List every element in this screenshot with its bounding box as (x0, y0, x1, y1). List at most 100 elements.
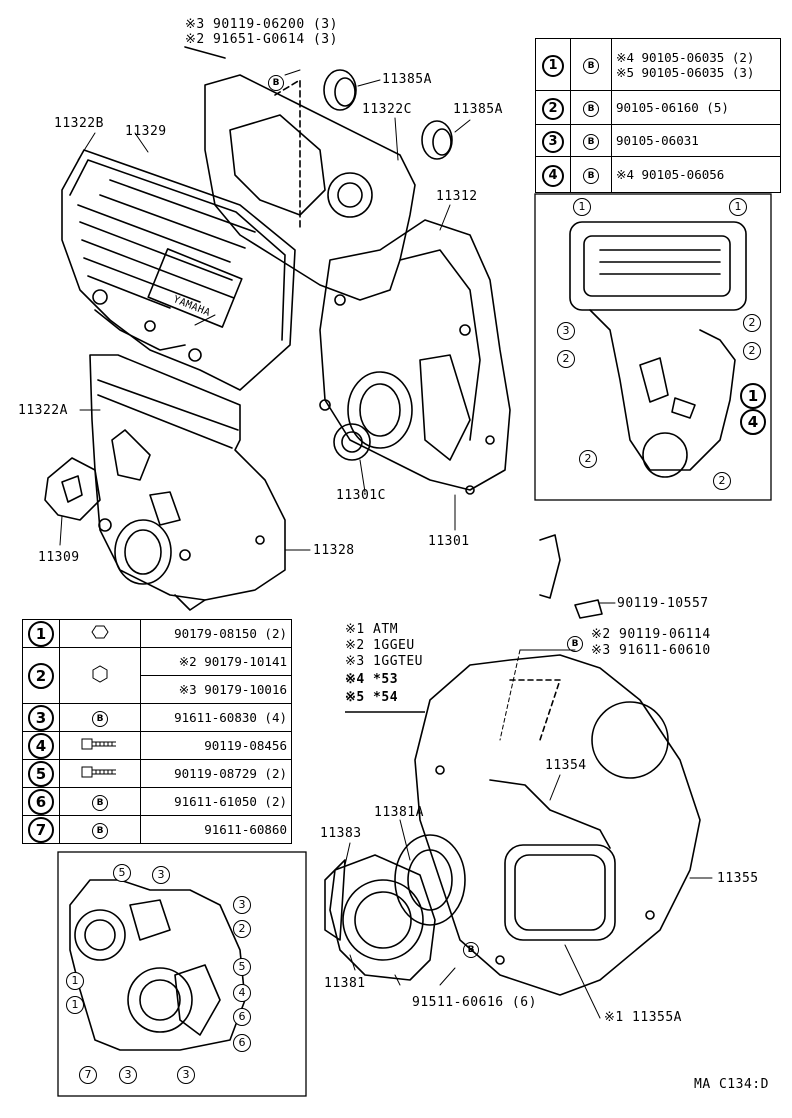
table-row: 7 B 91611-60860 (22, 815, 292, 844)
part-number[interactable]: 91611-60830 (4) (140, 703, 292, 732)
ref-number: 1 (22, 619, 60, 648)
inset-callout[interactable]: 2 (233, 920, 251, 938)
part-label-11383[interactable]: 11383 (320, 826, 362, 841)
ref-number: 4 (535, 156, 571, 193)
fastener-table-left: 1 90179-08150 (2) 2 ※2 90179-10141 ※3 90… (22, 619, 292, 844)
inset-callout[interactable]: 1 (66, 996, 84, 1014)
inset-callout[interactable]: 5 (113, 864, 131, 882)
part-number[interactable]: 90105-06031 (611, 124, 781, 157)
nut-icon (59, 619, 141, 648)
bolt-icon (59, 731, 141, 760)
part-label-11385a-1[interactable]: 11385A (382, 72, 432, 87)
b-circle-icon: B (570, 124, 612, 157)
ref-number: 2 (535, 90, 571, 125)
part-number[interactable]: 90105-06160 (5) (611, 90, 781, 125)
part-label-11322b[interactable]: 11322B (54, 116, 104, 131)
annotation-53: ※4 *53 (345, 672, 399, 687)
inset-callout[interactable]: 3 (557, 322, 575, 340)
table-row: 1 90179-08150 (2) (22, 619, 292, 648)
ref-number: 3 (535, 124, 571, 157)
part-number[interactable]: 90119-08456 (140, 731, 292, 760)
ref-number: 4 (22, 731, 60, 760)
part-label-11329[interactable]: 11329 (125, 124, 167, 139)
b-circle-icon: B (570, 90, 612, 125)
part-number[interactable]: ※3 90179-10016 (140, 675, 292, 704)
nut-icon (59, 647, 141, 704)
part-number[interactable]: 91611-61050 (2) (140, 787, 292, 816)
part-label-90119-10557[interactable]: 90119-10557 (617, 596, 709, 611)
inset-callout[interactable]: 2 (557, 350, 575, 368)
part-label-11355[interactable]: 11355 (717, 871, 759, 886)
ref-number: 3 (22, 703, 60, 732)
b-circle-icon: B (268, 75, 284, 91)
part-number[interactable]: ※2 90179-10141 (140, 647, 292, 676)
inset-callout[interactable]: 3 (233, 896, 251, 914)
figure-code: MA C134:D (694, 1077, 769, 1092)
part-label-11301[interactable]: 11301 (428, 534, 470, 549)
inset-callout[interactable]: 6 (233, 1008, 251, 1026)
part-label-11354[interactable]: 11354 (545, 758, 587, 773)
inset-callout[interactable]: 2 (743, 342, 761, 360)
part-number[interactable]: 91611-60860 (140, 815, 292, 844)
inset-callout[interactable]: 2 (743, 314, 761, 332)
inset-callout[interactable]: 7 (79, 1066, 97, 1084)
part-label-11309[interactable]: 11309 (38, 550, 80, 565)
ref-number: 7 (22, 815, 60, 844)
inset-callout[interactable]: 2 (713, 472, 731, 490)
inset-callout[interactable]: 2 (579, 450, 597, 468)
ref-number: 5 (22, 759, 60, 788)
part-label-11381a[interactable]: 11381A (374, 805, 424, 820)
leader-lines (59, 69, 713, 1019)
inset-callout[interactable]: 1 (573, 198, 591, 216)
part-label-11312[interactable]: 11312 (436, 189, 478, 204)
inset-callout[interactable]: 4 (233, 984, 251, 1002)
part-label-11322c[interactable]: 11322C (362, 102, 412, 117)
right-note-1: ※2 90119-06114 (591, 627, 711, 642)
ref-number: 6 (22, 787, 60, 816)
part-number[interactable]: ※4 90105-06035 (2) (616, 49, 755, 65)
annotation-1ggeu: ※2 1GGEU (345, 638, 415, 653)
annotation-1ggteu: ※3 1GGTEU (345, 654, 424, 669)
part-label-11385a-2[interactable]: 11385A (453, 102, 503, 117)
table-row: 4 90119-08456 (22, 731, 292, 760)
inset-callout[interactable]: 3 (152, 866, 170, 884)
annotation-54: ※5 *54 (345, 690, 399, 705)
b-circle-icon: B (570, 156, 612, 193)
rear-seal-retainer-11381 (324, 834, 466, 981)
inset-callout[interactable]: 6 (233, 1034, 251, 1052)
part-label-11301c[interactable]: 11301C (336, 488, 386, 503)
table-row: 1 B ※4 90105-06035 (2) ※5 90105-06035 (3… (535, 38, 781, 91)
table-row: 5 90119-08729 (2) (22, 759, 292, 788)
part-label-11328[interactable]: 11328 (313, 543, 355, 558)
inset-callout[interactable]: 3 (177, 1066, 195, 1084)
part-label-11322a[interactable]: 11322A (18, 403, 68, 418)
part-number[interactable]: 90179-08150 (2) (140, 619, 292, 648)
part-number[interactable]: ※5 90105-06035 (3) (616, 64, 755, 80)
part-number[interactable]: ※4 90105-06056 (611, 156, 781, 193)
b-circle-icon: B (463, 942, 479, 958)
part-number[interactable]: 90119-08729 (2) (140, 759, 292, 788)
part-label-11355a[interactable]: ※1 11355A (604, 1010, 683, 1025)
timing-case-11312 (319, 219, 511, 495)
table-row: 2 B 90105-06160 (5) (535, 90, 781, 125)
lower-timing-cover (89, 354, 286, 611)
part-label-11381[interactable]: 11381 (324, 976, 366, 991)
table-row: 3 B 91611-60830 (4) (22, 703, 292, 732)
part-number-group: ※4 90105-06035 (2) ※5 90105-06035 (3) (611, 38, 781, 91)
inset-callout[interactable]: 1 (740, 383, 766, 409)
annotation-atm: ※1 ATM (345, 622, 399, 637)
right-note-2: ※3 91611-60610 (591, 643, 711, 658)
inset-callout[interactable]: 4 (740, 409, 766, 435)
inset-callout[interactable]: 1 (66, 972, 84, 990)
part-11309 (44, 457, 101, 521)
inset-callout[interactable]: 1 (729, 198, 747, 216)
ref-number: 1 (535, 38, 571, 91)
inset-callout[interactable]: 3 (119, 1066, 137, 1084)
inset-callout[interactable]: 5 (233, 958, 251, 976)
ref-number: 2 (22, 647, 60, 704)
part-label-91511-60616[interactable]: 91511-60616 (6) (412, 995, 537, 1010)
b-circle-icon: B (59, 815, 141, 844)
inset-left-drawing (69, 879, 246, 1051)
b-circle-icon: B (59, 787, 141, 816)
